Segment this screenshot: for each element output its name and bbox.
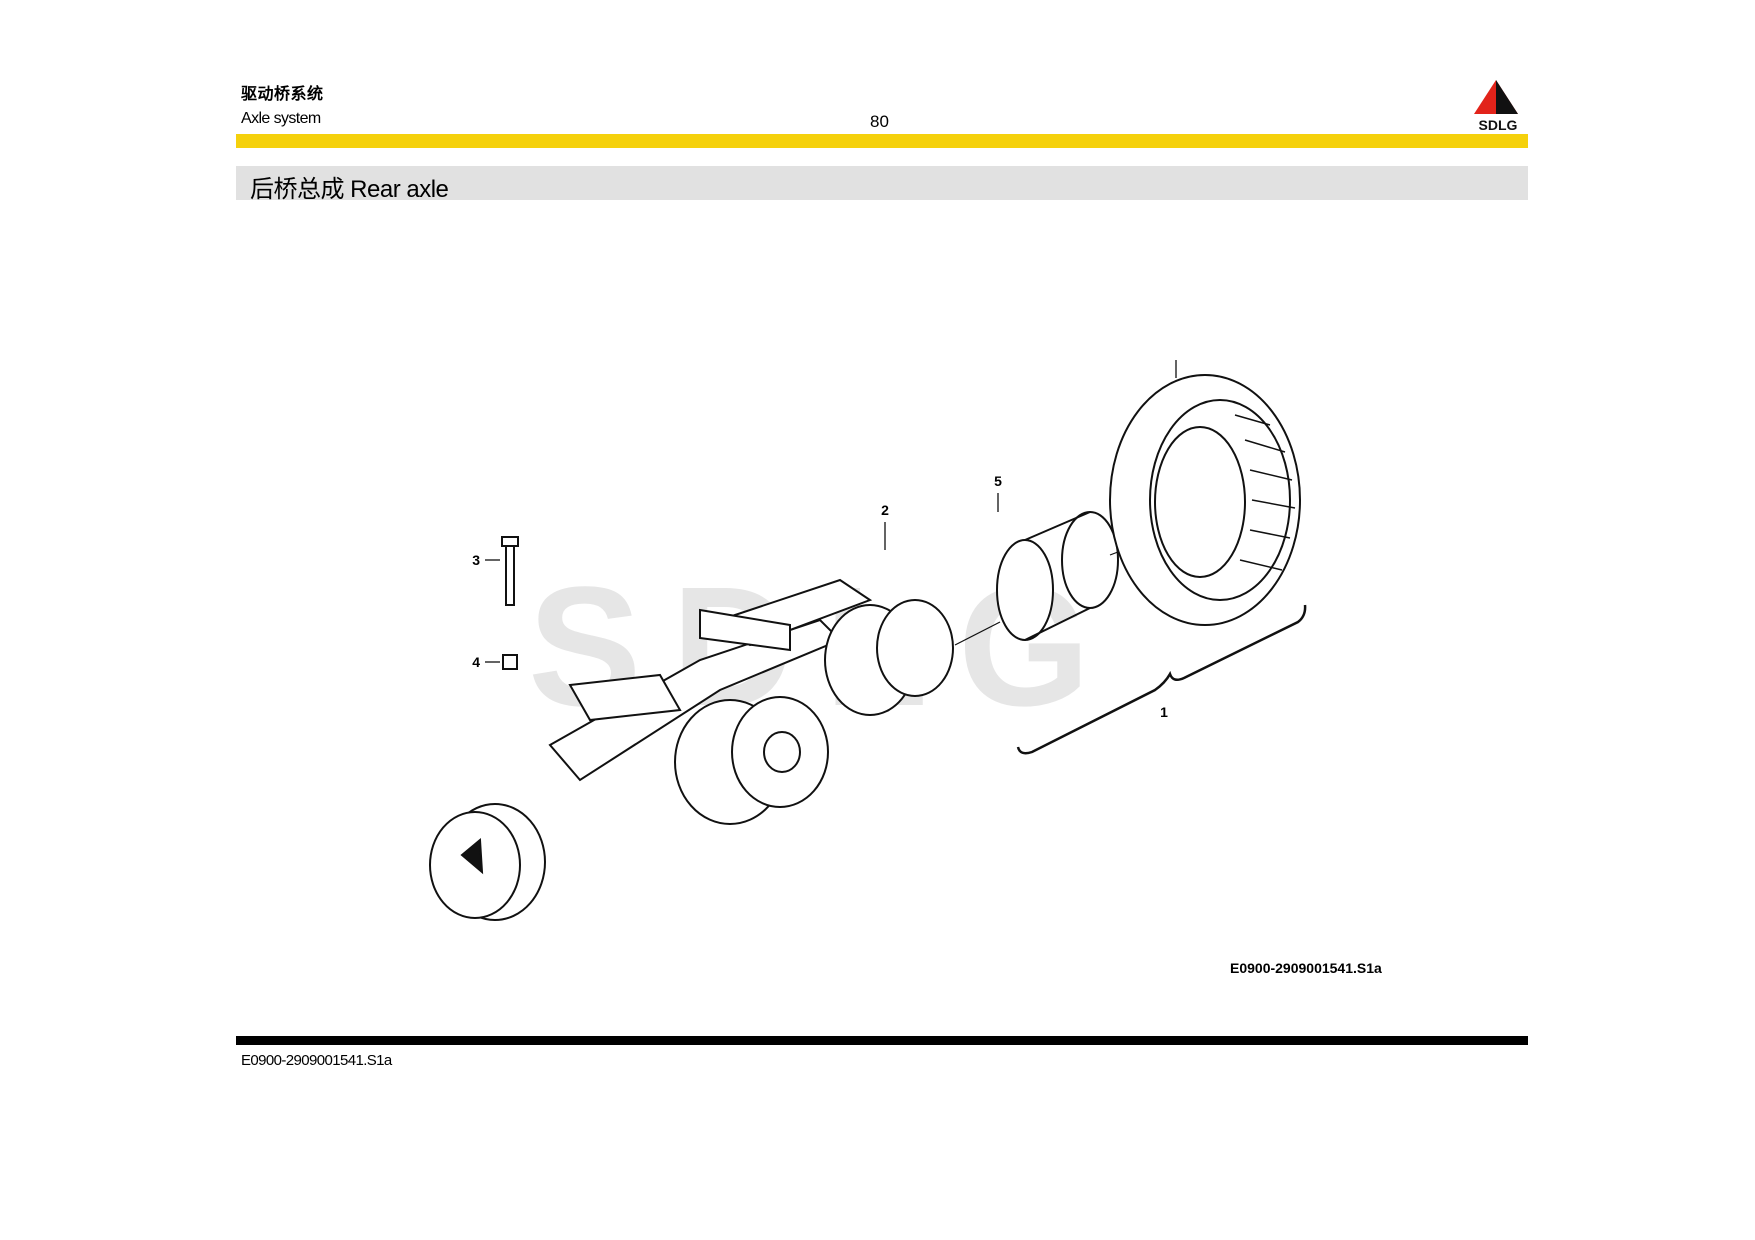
page-title: 后桥总成 Rear axle <box>250 176 449 203</box>
callout-2: 2 <box>881 502 889 518</box>
footer-black-bar <box>236 1036 1528 1045</box>
callout-5: 5 <box>994 473 1002 489</box>
drawing-code: E0900-2909001541.S1a <box>1230 960 1382 976</box>
callout-3: 3 <box>472 552 480 568</box>
svg-text:SDLG: SDLG <box>1479 117 1518 132</box>
sdlg-logo: SDLG <box>1474 80 1518 132</box>
title-band: 后桥总成 Rear axle <box>236 166 1528 203</box>
rear-axle-exploded-drawing: SDLG <box>429 360 1307 921</box>
section-title-en: Axle system <box>241 110 321 127</box>
page-number: 80 <box>870 112 889 131</box>
callout-1: 1 <box>1160 704 1168 720</box>
header-yellow-bar <box>236 134 1528 148</box>
callout-4: 4 <box>472 654 480 670</box>
footer-code: E0900-2909001541.S1a <box>241 1052 392 1069</box>
section-title-cn: 驱动桥系统 <box>241 86 324 103</box>
